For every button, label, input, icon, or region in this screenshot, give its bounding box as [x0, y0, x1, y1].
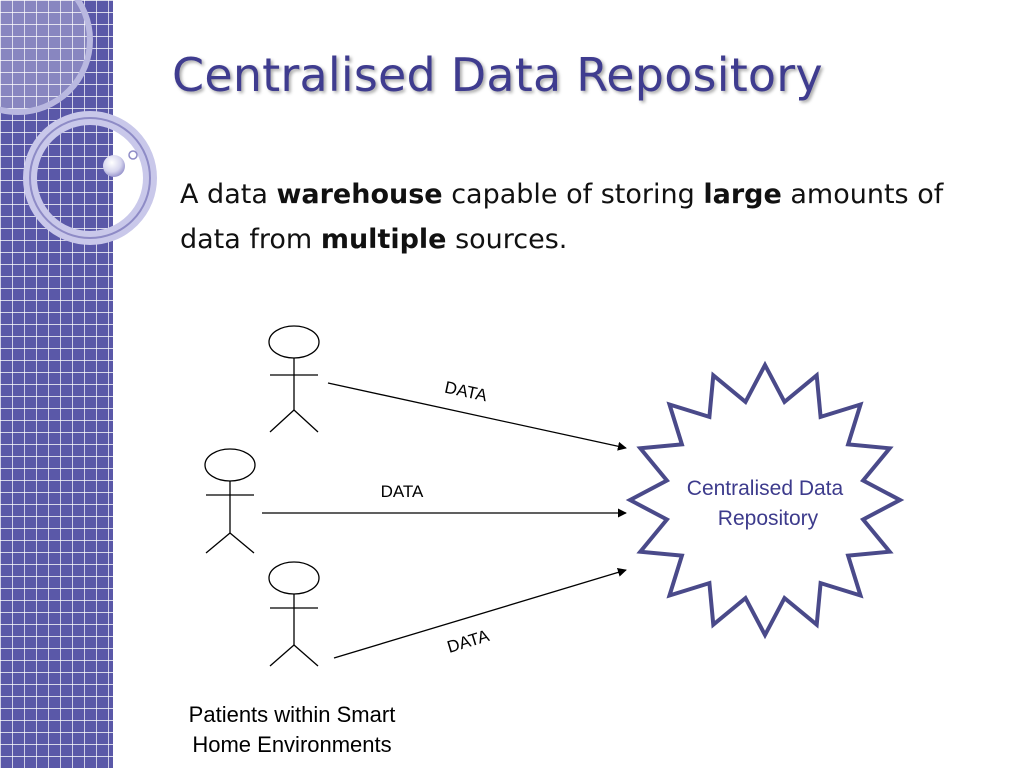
repository-label-line2: Repository	[718, 507, 819, 530]
arrow-icon	[327, 382, 627, 451]
patients-caption: Patients within Smart Home Environments	[152, 700, 432, 760]
stick-figure-icon	[268, 561, 320, 667]
arrow-label-bottom: DATA	[445, 626, 492, 657]
caption-line1: Patients within Smart	[188, 702, 396, 727]
arrow-label-middle: DATA	[381, 482, 424, 501]
caption-line2: Home Environments	[192, 732, 392, 757]
arrow-label-top: DATA	[443, 378, 489, 406]
slide-title: Centralised Data Repository	[172, 48, 823, 102]
swirl-ring-large	[0, 0, 93, 115]
arrow-icon	[333, 568, 627, 659]
bullet-text-part: capable of storing	[442, 179, 704, 210]
slide-bullet-text: A data warehouse capable of storing larg…	[180, 172, 1000, 262]
stick-figure-icon	[268, 325, 320, 433]
bullet-text-part: A data	[180, 179, 277, 210]
pearl-dot	[103, 155, 125, 177]
repository-label-line1: Centralised Data	[687, 477, 844, 500]
small-dot	[128, 150, 138, 160]
bullet-emphasis-large: large	[703, 179, 782, 210]
starburst-icon	[625, 360, 905, 640]
bullet-emphasis-warehouse: warehouse	[276, 179, 443, 210]
stick-figure-icon	[204, 448, 256, 554]
bullet-text-part: sources.	[446, 224, 568, 255]
bullet-text-part: amounts of data from	[180, 179, 944, 255]
bullet-emphasis-multiple: multiple	[320, 224, 447, 255]
decorative-swirl	[0, 0, 157, 245]
